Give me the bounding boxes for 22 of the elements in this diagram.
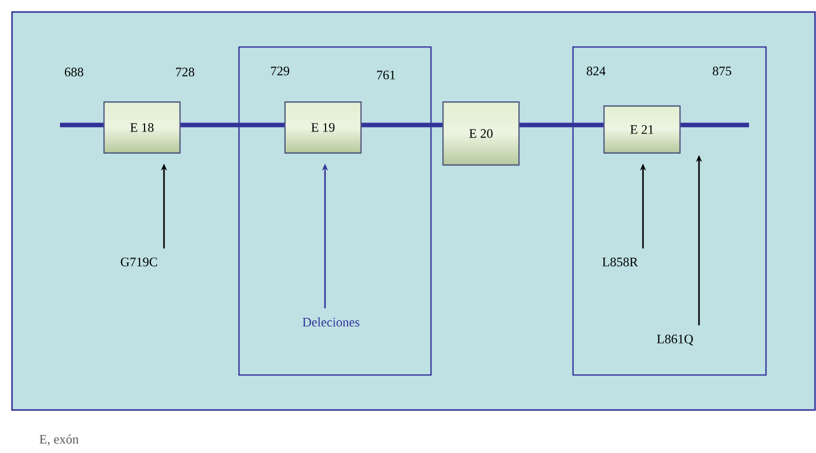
position-number: 728 bbox=[176, 68, 194, 76]
mutation-label: L858R bbox=[602, 258, 638, 266]
exon-box: E 20 bbox=[442, 101, 520, 166]
mutation-label: Deleciones bbox=[302, 317, 360, 327]
gene-line bbox=[60, 122, 104, 128]
position-number: 729 bbox=[271, 66, 290, 76]
gene-line bbox=[520, 122, 604, 128]
exon-box: E 21 bbox=[603, 105, 681, 154]
position-number: 824 bbox=[586, 66, 606, 76]
position-number: 761 bbox=[377, 70, 395, 80]
position-number: 875 bbox=[712, 66, 732, 76]
gene-line bbox=[680, 122, 749, 128]
gene-line bbox=[362, 122, 442, 128]
exon-box: E 18 bbox=[103, 101, 181, 154]
exon-box: E 19 bbox=[284, 101, 362, 154]
note: E, exón bbox=[40, 434, 79, 446]
mutation-label: L861Q bbox=[657, 334, 694, 346]
region-frame bbox=[238, 46, 432, 376]
region-frame bbox=[572, 46, 767, 376]
mutation-label: G719C bbox=[120, 258, 157, 266]
gene-line bbox=[180, 122, 284, 128]
position-number: 688 bbox=[64, 68, 84, 76]
